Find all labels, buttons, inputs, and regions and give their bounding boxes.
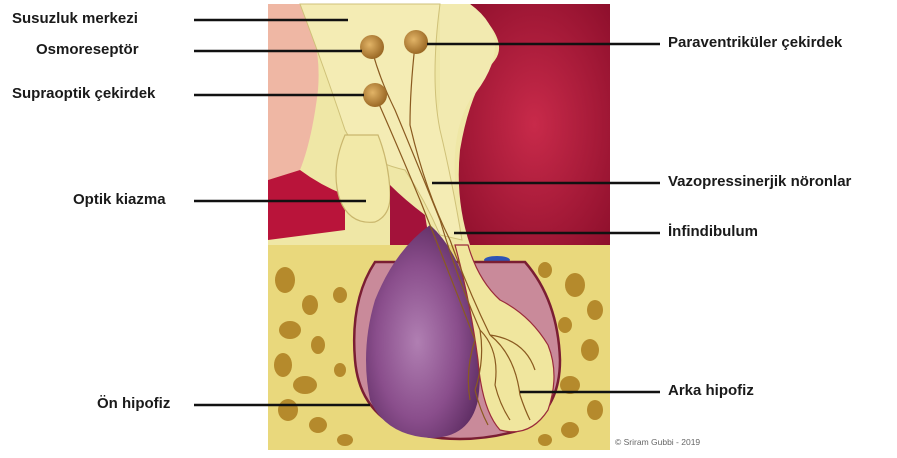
supraoptic-nucleus (363, 83, 387, 107)
label-vasopressinergic-neurons: Vazopressinerjik nöronlar (668, 173, 851, 190)
label-posterior-pituitary: Arka hipofiz (668, 382, 754, 399)
label-supraoptic-nucleus: Supraoptik çekirdek (12, 85, 155, 102)
label-optic-chiasm: Optik kiazma (73, 191, 166, 208)
label-anterior-pituitary: Ön hipofiz (97, 395, 170, 412)
label-paraventricular-nucleus: Paraventriküler çekirdek (668, 34, 842, 51)
copyright-credit: © Sriram Gubbi - 2019 (615, 437, 700, 447)
label-infundibulum: İnfindibulum (668, 223, 758, 240)
label-osmoreceptor: Osmoreseptör (36, 41, 139, 58)
osmoreceptor-nucleus (360, 35, 384, 59)
paraventricular-nucleus (404, 30, 428, 54)
label-thirst-center: Susuzluk merkezi (12, 10, 138, 27)
optic-chiasm-shape (336, 135, 390, 222)
